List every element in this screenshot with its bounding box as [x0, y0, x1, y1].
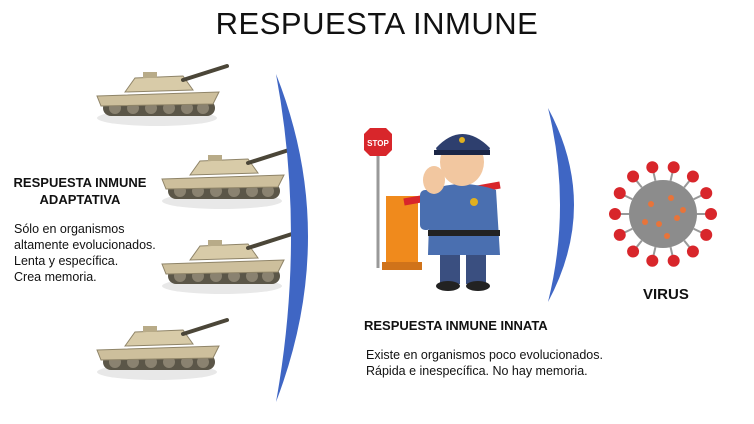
virus-body [629, 180, 697, 248]
adaptive-heading: RESPUESTA INMUNE ADAPTATIVA [8, 174, 152, 208]
virus-spike-tip [613, 187, 626, 200]
virus-spike-tip [686, 245, 699, 258]
adaptive-line: Sólo en organismos [14, 222, 125, 236]
virus-spike-tip [627, 245, 640, 258]
svg-text:STOP: STOP [367, 139, 389, 148]
virus-label: VIRUS [643, 286, 689, 303]
police-officer-icon [420, 134, 500, 291]
virus-spike-tip [686, 170, 699, 183]
tank-icon [95, 318, 229, 382]
virus-spike-tip [705, 208, 717, 220]
adaptive-description: Sólo en organismos altamente evolucionad… [14, 221, 156, 285]
virus-dot [680, 207, 686, 213]
virus-dot [648, 201, 654, 207]
adaptive-heading-line: ADAPTATIVA [39, 192, 121, 207]
virus-spike-tip [667, 254, 680, 267]
left-barrier-arc [276, 74, 308, 402]
page-title: RESPUESTA INMUNE [215, 6, 539, 41]
adaptive-heading-line: RESPUESTA INMUNE [13, 175, 147, 190]
tank-icon [160, 147, 294, 211]
stop-sign-icon: STOP [364, 128, 392, 268]
virus-spike-tip [700, 187, 713, 200]
virus-dot [642, 219, 648, 225]
virus-spike-tip [700, 228, 713, 241]
virus-spike-tip [646, 161, 659, 174]
virus-spike-tip [609, 208, 621, 220]
virus-dot [656, 221, 662, 227]
adaptive-line: Crea memoria. [14, 270, 97, 284]
innate-description: Existe en organismos poco evolucionados.… [366, 347, 603, 379]
virus-spike-tip [627, 170, 640, 183]
virus-dot [668, 195, 674, 201]
virus-icon [609, 161, 717, 267]
innate-line: Rápida e inespecífica. No hay memoria. [366, 364, 588, 378]
virus-spike-tip [667, 161, 680, 174]
adaptive-line: Lenta y específica. [14, 254, 119, 268]
virus-dot [674, 215, 680, 221]
adaptive-line: altamente evolucionados. [14, 238, 156, 252]
tank-icon [95, 64, 229, 128]
innate-line: Existe en organismos poco evolucionados. [366, 348, 603, 362]
right-barrier-arc [548, 108, 574, 302]
virus-spike-tip [613, 228, 626, 241]
tank-icon [160, 232, 294, 296]
innate-heading: RESPUESTA INMUNE INNATA [364, 318, 548, 333]
virus-spike-tip [646, 254, 659, 267]
virus-dot [664, 233, 670, 239]
